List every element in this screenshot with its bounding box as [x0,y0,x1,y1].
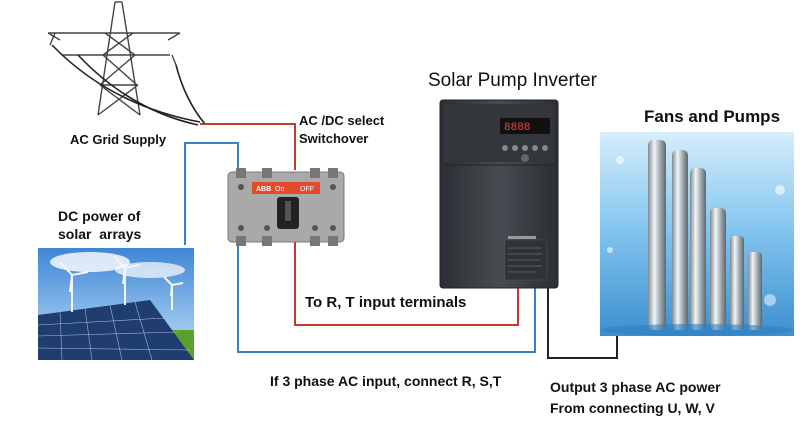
pumps-image [600,132,794,336]
solar-array-image [37,248,194,361]
switch-off-text: OFF [300,186,314,193]
inverter-display: 8888 [504,122,530,134]
switch-label: AC /DC select Switchover [299,113,385,146]
switch-brand: ABB [256,186,271,193]
black-wire [547,285,618,359]
pumps-label: Fans and Pumps [644,107,781,126]
output-label: Output 3 phase AC power From connecting … [550,379,721,416]
grid-label: AC Grid Supply [70,132,167,147]
red-wire [200,123,519,326]
solar-pump-inverter: 8888 [439,99,559,289]
wind-turbine-icon [59,255,184,312]
three-phase-label: If 3 phase AC input, connect R, S,T [270,373,502,389]
rt-terminals-label: To R, T input terminals [305,294,467,311]
inverter-title: Solar Pump Inverter [428,70,597,91]
blue-wire [184,142,536,353]
solar-label: DC power of solar arrays [58,208,142,242]
ac-dc-switch: ABB On OFF [227,168,345,246]
switch-on-text: On [275,186,284,193]
pump-icon [648,140,762,330]
transmission-tower-icon [47,1,181,116]
power-lines [51,44,206,126]
